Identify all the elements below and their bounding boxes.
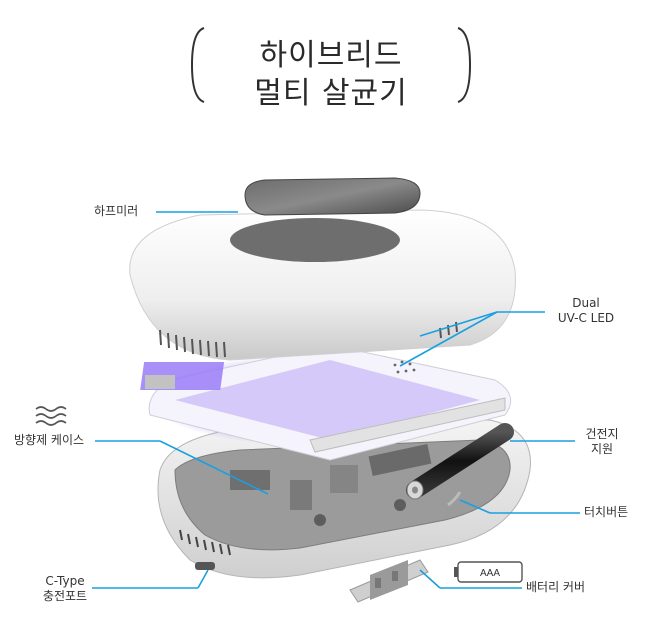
battery-holder (406, 423, 514, 500)
label-fragrance-case: 방향제 케이스 (14, 433, 85, 447)
battery-cover-part (349, 559, 429, 603)
half-mirror-part (244, 177, 421, 216)
uv-led-plate (140, 344, 512, 461)
battery-icon: AAA (454, 561, 523, 583)
leader-lines (92, 211, 580, 589)
label-dual-uvc-line-2: UV-C LED (557, 311, 615, 325)
base-shell (157, 419, 531, 579)
ctype-port (195, 562, 215, 570)
label-dual-uvc: Dual UV-C LED (546, 296, 626, 326)
fragrance-waves-icon (35, 406, 67, 426)
label-battery-support-line-1: 건전지 (585, 427, 619, 441)
title-line-2: 멀티 살균기 (254, 76, 408, 111)
title-block: 하이브리드 멀티 살균기 (190, 26, 472, 111)
label-half-mirror: 하프미러 (94, 204, 139, 218)
left-bracket-icon (190, 27, 205, 103)
label-touch-button: 터치버튼 (584, 505, 629, 519)
label-battery-support: 건전지 지원 (576, 427, 628, 457)
label-ctype-line-2: 충전포트 (42, 589, 88, 603)
label-ctype-line-1: C-Type (45, 574, 85, 588)
top-lid (129, 209, 516, 361)
battery-icon-text: AAA (480, 568, 500, 579)
speaker-holes (393, 360, 416, 374)
right-bracket-icon (457, 27, 472, 103)
title-line-1: 하이브리드 (259, 38, 403, 73)
label-battery-support-line-2: 지원 (590, 442, 614, 456)
label-battery-cover: 배터리 커버 (526, 580, 586, 594)
label-dual-uvc-line-1: Dual (572, 296, 600, 310)
label-ctype-port: C-Type 충전포트 (38, 574, 92, 604)
